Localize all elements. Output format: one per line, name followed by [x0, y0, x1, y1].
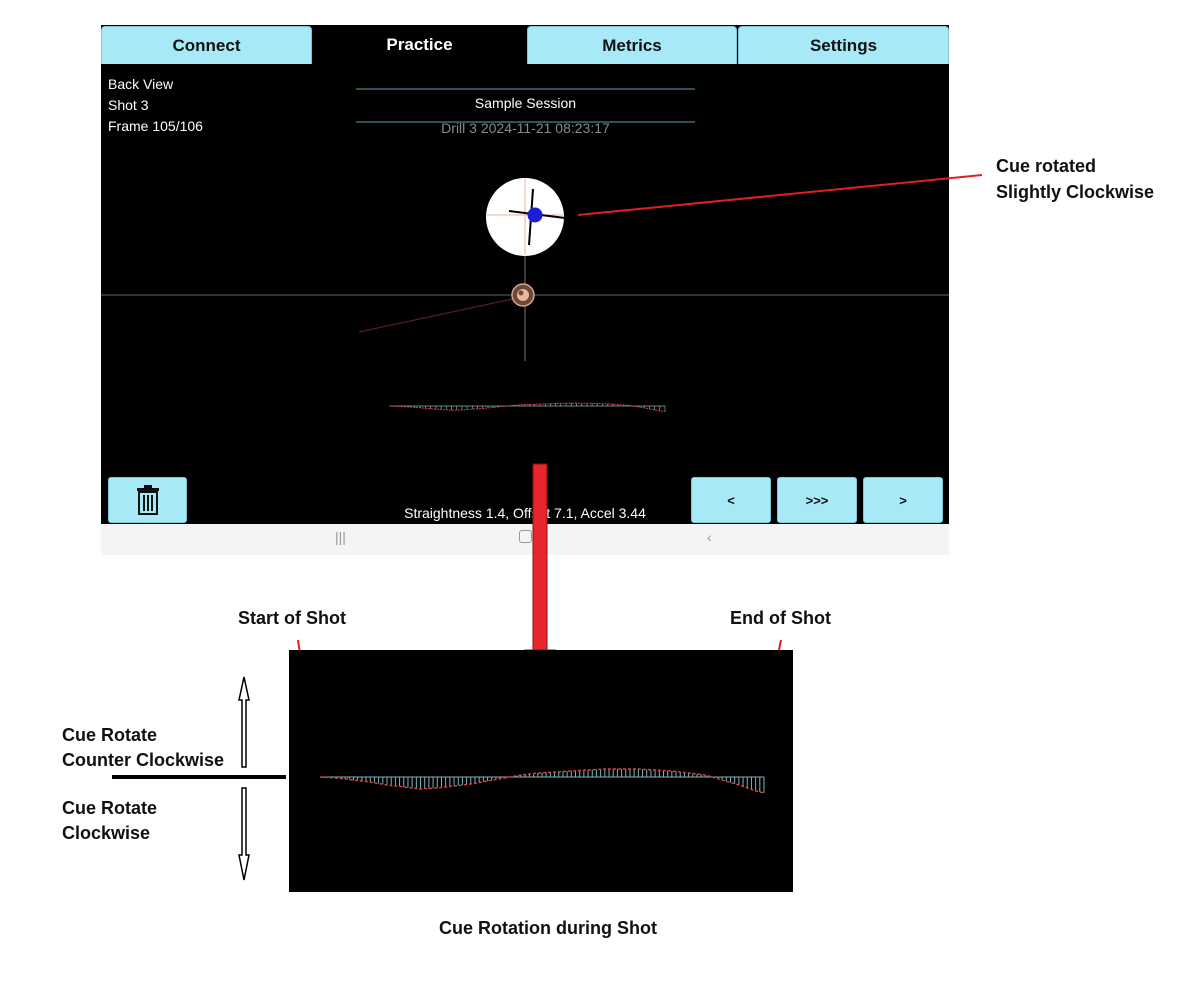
frame-label: Frame 105/106	[108, 118, 203, 134]
practice-canvas	[101, 88, 949, 413]
session-title: Sample Session	[474, 95, 577, 111]
play-button[interactable]: >>>	[777, 477, 857, 523]
slightly-clockwise-label: Slightly Clockwise	[996, 182, 1155, 202]
chart-rotation-curve	[319, 768, 765, 794]
back-icon[interactable]: ‹	[707, 529, 712, 545]
cue-rotation-chart-svg	[319, 768, 765, 794]
cw-label-line1: Cue Rotate	[62, 798, 158, 818]
cue-rotation-dial	[486, 178, 566, 256]
ccw-label-line1: Cue Rotate	[62, 725, 158, 745]
view-label: Back View	[108, 76, 174, 92]
tab-settings[interactable]: Settings	[738, 26, 949, 64]
cw-label-line2: Clockwise	[62, 823, 151, 843]
next-frame-button[interactable]: >	[863, 477, 943, 523]
cue-center-dot	[527, 207, 543, 223]
session-subtitle: Drill 3 2024-11-21 08:23:17	[441, 120, 610, 136]
ccw-label-line2: Counter Clockwise	[62, 750, 225, 770]
counter-clockwise-up-arrow	[238, 676, 250, 768]
cue-rotated-label: Cue rotated	[996, 156, 1097, 176]
tab-connect[interactable]: Connect	[101, 26, 312, 64]
previous-frame-button[interactable]: <	[691, 477, 771, 523]
clockwise-down-arrow	[238, 787, 250, 881]
recent-apps-icon[interactable]: |||	[335, 529, 346, 545]
shot-metrics-status: Straightness 1.4, Offset 7.1, Accel 3.44	[404, 505, 646, 521]
shot-label: Shot 3	[108, 97, 149, 113]
chart-caption: Cue Rotation during Shot	[439, 918, 657, 938]
home-icon[interactable]	[519, 530, 532, 543]
trash-icon	[136, 485, 159, 515]
cue-tip-marker	[511, 283, 535, 307]
app-window: Connect Practice Metrics Settings Back V…	[101, 25, 949, 524]
system-navigation-bar: ||| ‹	[101, 524, 949, 555]
cue-rotation-chart	[289, 650, 793, 892]
tab-metrics[interactable]: Metrics	[527, 26, 737, 64]
tab-practice[interactable]: Practice	[314, 26, 525, 64]
tip-trail-line	[358, 296, 523, 333]
delete-button[interactable]	[108, 477, 187, 523]
rotation-preview-chart	[388, 402, 666, 413]
start-of-shot-label: Start of Shot	[238, 608, 346, 628]
end-of-shot-label: End of Shot	[730, 608, 831, 628]
preview-rotation-curve	[388, 402, 666, 413]
